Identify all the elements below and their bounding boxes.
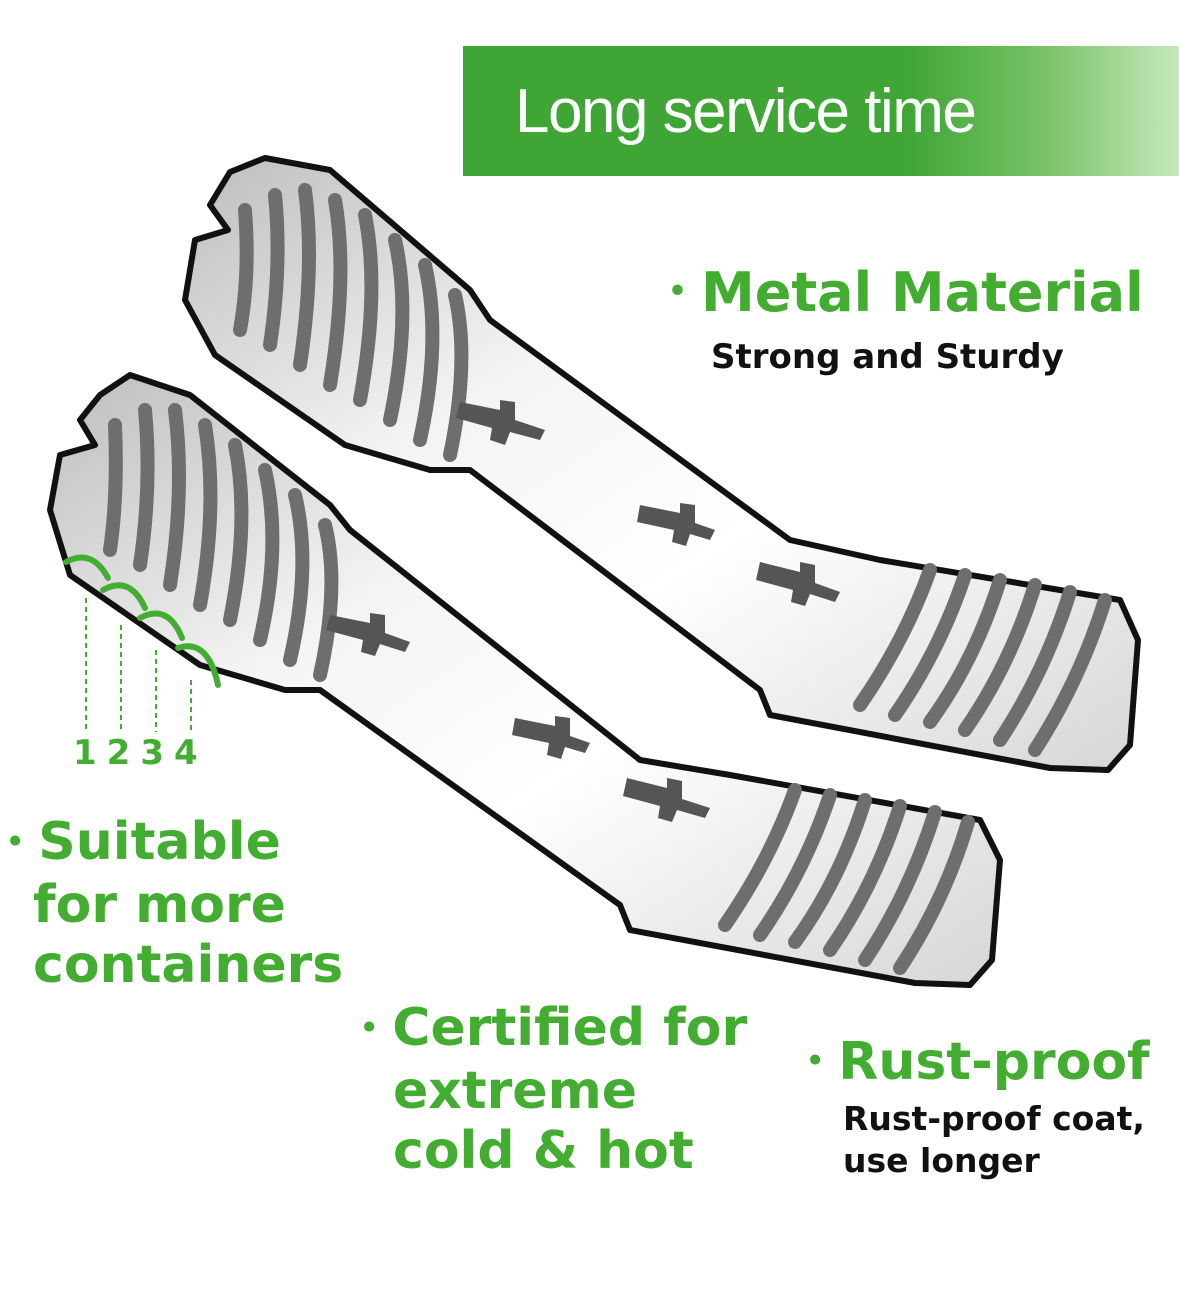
opener-top-body xyxy=(182,155,1141,773)
opener-top-ridges-right xyxy=(853,563,1112,757)
grip-arcs xyxy=(63,554,221,688)
opener-bottom-body xyxy=(47,372,1003,988)
feature-rust-subtitle-line1: Rust-proof coat, xyxy=(843,1099,1145,1138)
grip-marker-4: 4 xyxy=(174,733,198,773)
title-banner: Long service time xyxy=(463,46,1179,176)
bullet-icon: • xyxy=(360,1009,379,1044)
grip-guide-lines xyxy=(85,598,192,732)
feature-certified: • Certified for extreme cold & hot xyxy=(360,998,747,1181)
bullet-icon: • xyxy=(6,823,25,858)
feature-suitable-line3: containers xyxy=(33,935,344,995)
opener-bottom xyxy=(47,372,1003,988)
feature-suitable-line2: for more xyxy=(33,875,286,935)
opener-bottom-ridges-right xyxy=(718,783,975,975)
feature-metal-material: •Metal Material xyxy=(668,266,1144,320)
feature-rust-subtitle: Rust-proof coat, use longer xyxy=(843,1098,1145,1182)
grip-marker-2: 2 xyxy=(106,733,131,773)
banner-title: Long service time xyxy=(515,76,977,146)
feature-certified-line2: extreme xyxy=(393,1061,638,1121)
grip-marker-1: 1 xyxy=(73,733,97,773)
bullet-icon: • xyxy=(668,274,687,310)
feature-rust-title: Rust-proof xyxy=(838,1032,1150,1092)
grip-marker-3: 3 xyxy=(140,733,165,773)
opener-bottom-ridges-left xyxy=(103,403,339,682)
feature-suitable: • Suitable for more containers xyxy=(6,812,343,995)
feature-suitable-line1: Suitable xyxy=(38,812,281,872)
feature-rust-proof: •Rust-proof xyxy=(806,1036,1150,1088)
feature-rust-subtitle-line2: use longer xyxy=(843,1141,1040,1180)
feature-metal-subtitle: Strong and Sturdy xyxy=(711,337,1064,377)
opener-top xyxy=(182,155,1141,773)
opener-top-ridges-left xyxy=(233,183,469,462)
feature-certified-line1: Certified for xyxy=(392,998,748,1058)
feature-metal-title: Metal Material xyxy=(700,261,1144,324)
bullet-icon: • xyxy=(806,1043,825,1078)
feature-certified-line3: cold & hot xyxy=(393,1121,694,1181)
opener-top-slots xyxy=(456,400,840,606)
grip-marker-labels: 1 2 3 4 xyxy=(73,733,198,773)
opener-bottom-slots xyxy=(326,613,710,822)
